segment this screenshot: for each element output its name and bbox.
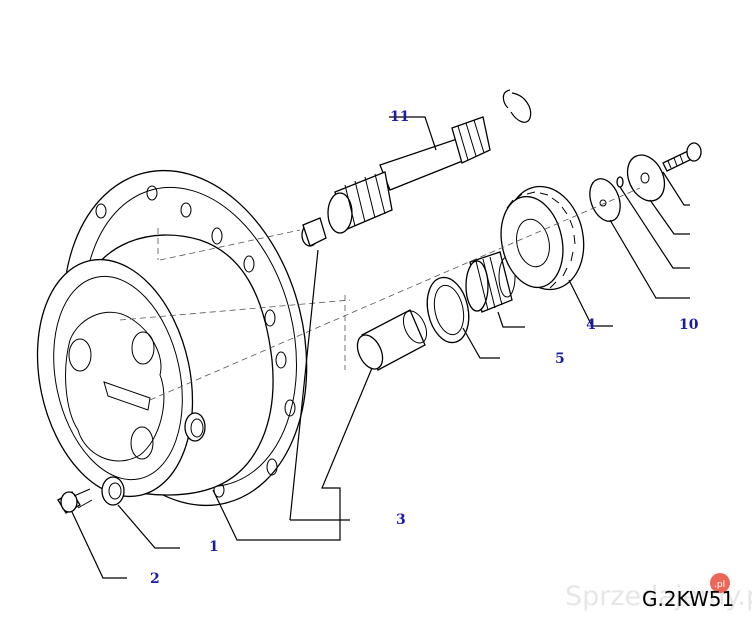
callout-3: 3 [396, 512, 406, 528]
callout-2: 2 [150, 571, 160, 587]
part-5-needle-bearing [465, 251, 516, 313]
part-2-bolt-and-washer [57, 476, 125, 514]
circlip [502, 89, 532, 123]
callout-4: 4 [586, 317, 596, 333]
large-washer [626, 154, 666, 202]
part-11-pinion-shaft [301, 116, 491, 247]
callout-5: 5 [555, 351, 565, 367]
drawing-code: G.2KW51 [642, 587, 734, 611]
part-3-pin [356, 309, 428, 371]
watermark-logo-icon: .pl [710, 573, 730, 593]
flange-bolt-holes [95, 185, 296, 498]
callout-10: 10 [679, 317, 699, 333]
part-4-planet-gear [500, 185, 585, 291]
thrust-washer [426, 276, 470, 344]
svg-text:.pl: .pl [714, 580, 725, 590]
leader-lines [71, 116, 690, 579]
bolt-top [662, 142, 702, 172]
callout-1: 1 [209, 539, 219, 555]
small-pin [616, 176, 624, 188]
part-1-hub-housing [36, 169, 308, 507]
retaining-plate [589, 178, 621, 222]
callout-labels: 1 2 3 4 5 10 11 [150, 109, 699, 587]
assembly-centerlines [119, 187, 641, 401]
callout-11: 11 [390, 109, 409, 125]
